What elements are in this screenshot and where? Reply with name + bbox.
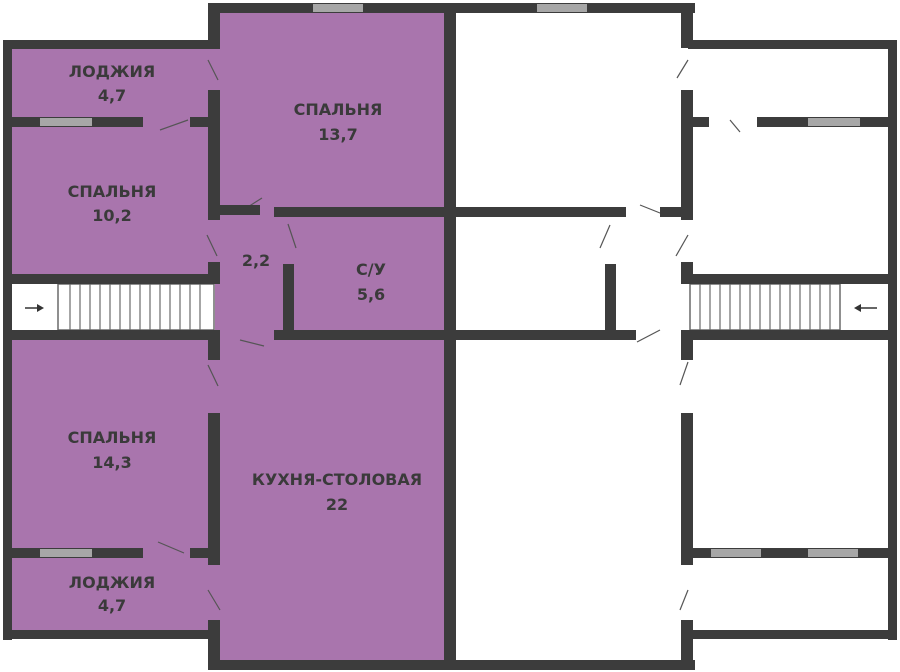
window-bedroom-large	[313, 4, 363, 12]
loggia-top-name: ЛОДЖИЯ	[69, 62, 155, 81]
bedroom-lower-area-label: 14,3	[92, 453, 131, 472]
wall-right-inner-1	[681, 3, 693, 48]
loggia-top-area	[10, 47, 215, 122]
bathroom-area	[289, 215, 448, 332]
door-bathroom	[287, 223, 297, 249]
wall-left-inner-2	[208, 90, 220, 220]
room-labels: ЛОДЖИЯ 4,7 СПАЛЬНЯ 13,7 СПАЛЬНЯ 10,2 2,2…	[68, 62, 422, 615]
wall-corridor-bottom-left	[3, 330, 220, 340]
stairs-right-treads	[699, 284, 831, 330]
bedroom-left-area-label: 10,2	[92, 206, 131, 225]
window-right-lower-2	[808, 549, 858, 557]
hall-area-label: 2,2	[242, 251, 270, 270]
apartment-fills	[10, 10, 448, 665]
door-bedroom-lower	[207, 364, 219, 387]
door-loggia-top	[207, 59, 219, 81]
wall-right-corridor-bottom	[681, 330, 897, 340]
wall-loggia-top-stub	[190, 117, 220, 127]
loggia-top-area-label: 4,7	[98, 86, 126, 105]
wall-bottom-left	[3, 630, 220, 639]
window-bedroom-lower	[40, 549, 92, 557]
wall-bathroom-left	[283, 264, 294, 340]
wall-right-loggia-bottom	[681, 548, 897, 558]
wall-right-bath-divider	[605, 264, 616, 340]
hall-area	[215, 215, 289, 340]
wall-right-bath-bottom	[456, 330, 636, 340]
door-right-5	[675, 234, 689, 257]
door-right-7	[679, 361, 689, 386]
wall-right-inner-5	[681, 413, 693, 565]
wall-right-hall-stub	[660, 207, 693, 217]
wall-loggia-bottom-stub	[190, 548, 220, 558]
window-right-bedroom	[808, 118, 860, 126]
bedroom-lower-name: СПАЛЬНЯ	[68, 428, 157, 447]
loggia-bottom-area	[10, 555, 215, 630]
stairs-left	[25, 283, 215, 331]
door-bedroom-left	[206, 234, 218, 257]
wall-left-inner-6	[208, 620, 220, 670]
wall-bathroom-top	[274, 207, 450, 217]
wall-top-left	[3, 40, 220, 49]
bathroom-name: С/У	[356, 260, 386, 279]
stairs-right-frame	[689, 283, 841, 331]
window-bedroom-left	[40, 118, 92, 126]
wall-right-bath-top	[456, 207, 626, 217]
stairs-left-treads	[69, 284, 201, 330]
wall-bottom-right	[688, 630, 897, 639]
wall-right-inner-4	[681, 340, 693, 360]
entry-arrow-left-icon	[25, 304, 44, 312]
window-right-top	[537, 4, 587, 12]
wall-right-loggia-stub	[681, 117, 709, 127]
stairs-left-frame	[57, 283, 215, 331]
door-loggia-bottom	[207, 589, 221, 611]
door-right-4	[599, 224, 611, 249]
kitchen-area	[215, 332, 448, 665]
bedroom-large-area	[215, 10, 448, 215]
stairs-right	[689, 283, 877, 331]
door-entry	[239, 339, 265, 347]
wall-left-inner-5	[208, 413, 220, 565]
door-right-2	[729, 119, 741, 133]
door-bedroom-left-loggia	[159, 119, 189, 131]
window-right-lower-1	[711, 549, 761, 557]
bedroom-left-name: СПАЛЬНЯ	[68, 182, 157, 201]
loggia-bottom-area-label: 4,7	[98, 596, 126, 615]
door-bedroom-lower-loggia	[157, 541, 185, 554]
wall-corridor-top-left	[3, 274, 220, 284]
wall-right-inner-2	[681, 90, 693, 220]
wall-left-inner-4	[208, 340, 220, 360]
loggia-bottom-name: ЛОДЖИЯ	[69, 573, 155, 592]
wall-top-right	[688, 40, 897, 49]
bathroom-area-label: 5,6	[357, 285, 385, 304]
door-right-6	[636, 329, 661, 343]
bedroom-left-area	[10, 122, 215, 275]
windows	[40, 4, 860, 557]
door-right-8	[679, 589, 689, 611]
kitchen-area-label: 22	[326, 495, 348, 514]
wall-bathroom-bottom	[274, 330, 450, 340]
bedroom-large-area-label: 13,7	[318, 125, 357, 144]
door-right-1	[676, 59, 689, 79]
bedroom-large-name: СПАЛЬНЯ	[294, 100, 383, 119]
wall-right-inner-6	[681, 620, 693, 670]
wall-right-corridor-top	[681, 274, 897, 284]
bedroom-lower-area	[10, 340, 215, 555]
entry-arrow-right-icon	[854, 304, 877, 312]
wall-left-inner-1	[208, 3, 220, 48]
wall-hall-stub	[220, 205, 260, 215]
kitchen-name: КУХНЯ-СТОЛОВАЯ	[252, 470, 422, 489]
